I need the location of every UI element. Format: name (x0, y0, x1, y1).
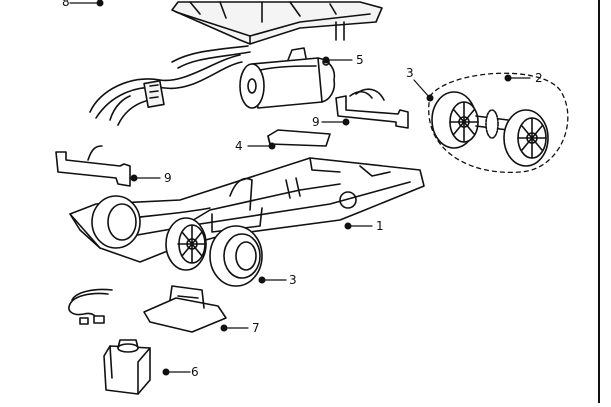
connector-6 (103, 339, 151, 395)
loose-tire-3 (209, 225, 263, 287)
leader-dots (96, 0, 512, 376)
callout-3-top: 3 (406, 66, 414, 80)
car-body-shell (171, 1, 383, 45)
wire-harness (89, 45, 251, 126)
callout-4: 4 (235, 139, 243, 153)
callout-7: 7 (252, 321, 260, 335)
leader-lines (69, 2, 531, 373)
rear-axle-assembly (428, 72, 569, 174)
callout-2: 2 (535, 71, 543, 85)
callout-3-bottom: 3 (289, 273, 297, 287)
front-wheel-right (165, 217, 207, 271)
front-wheel-left (91, 195, 141, 249)
lead-wire (68, 288, 113, 325)
callout-9-left: 9 (164, 171, 172, 185)
plate-4 (267, 129, 331, 147)
callout-1: 1 (376, 219, 384, 233)
page-border-right (598, 0, 600, 403)
bracket-9-right (335, 88, 409, 129)
guide-plate-7 (143, 285, 227, 333)
callout-5: 5 (356, 53, 364, 67)
callout-8: 8 (62, 0, 70, 9)
callout-9-right: 9 (312, 115, 320, 129)
callout-6: 6 (191, 365, 199, 379)
bracket-9-left (55, 145, 131, 187)
motor (239, 47, 336, 109)
